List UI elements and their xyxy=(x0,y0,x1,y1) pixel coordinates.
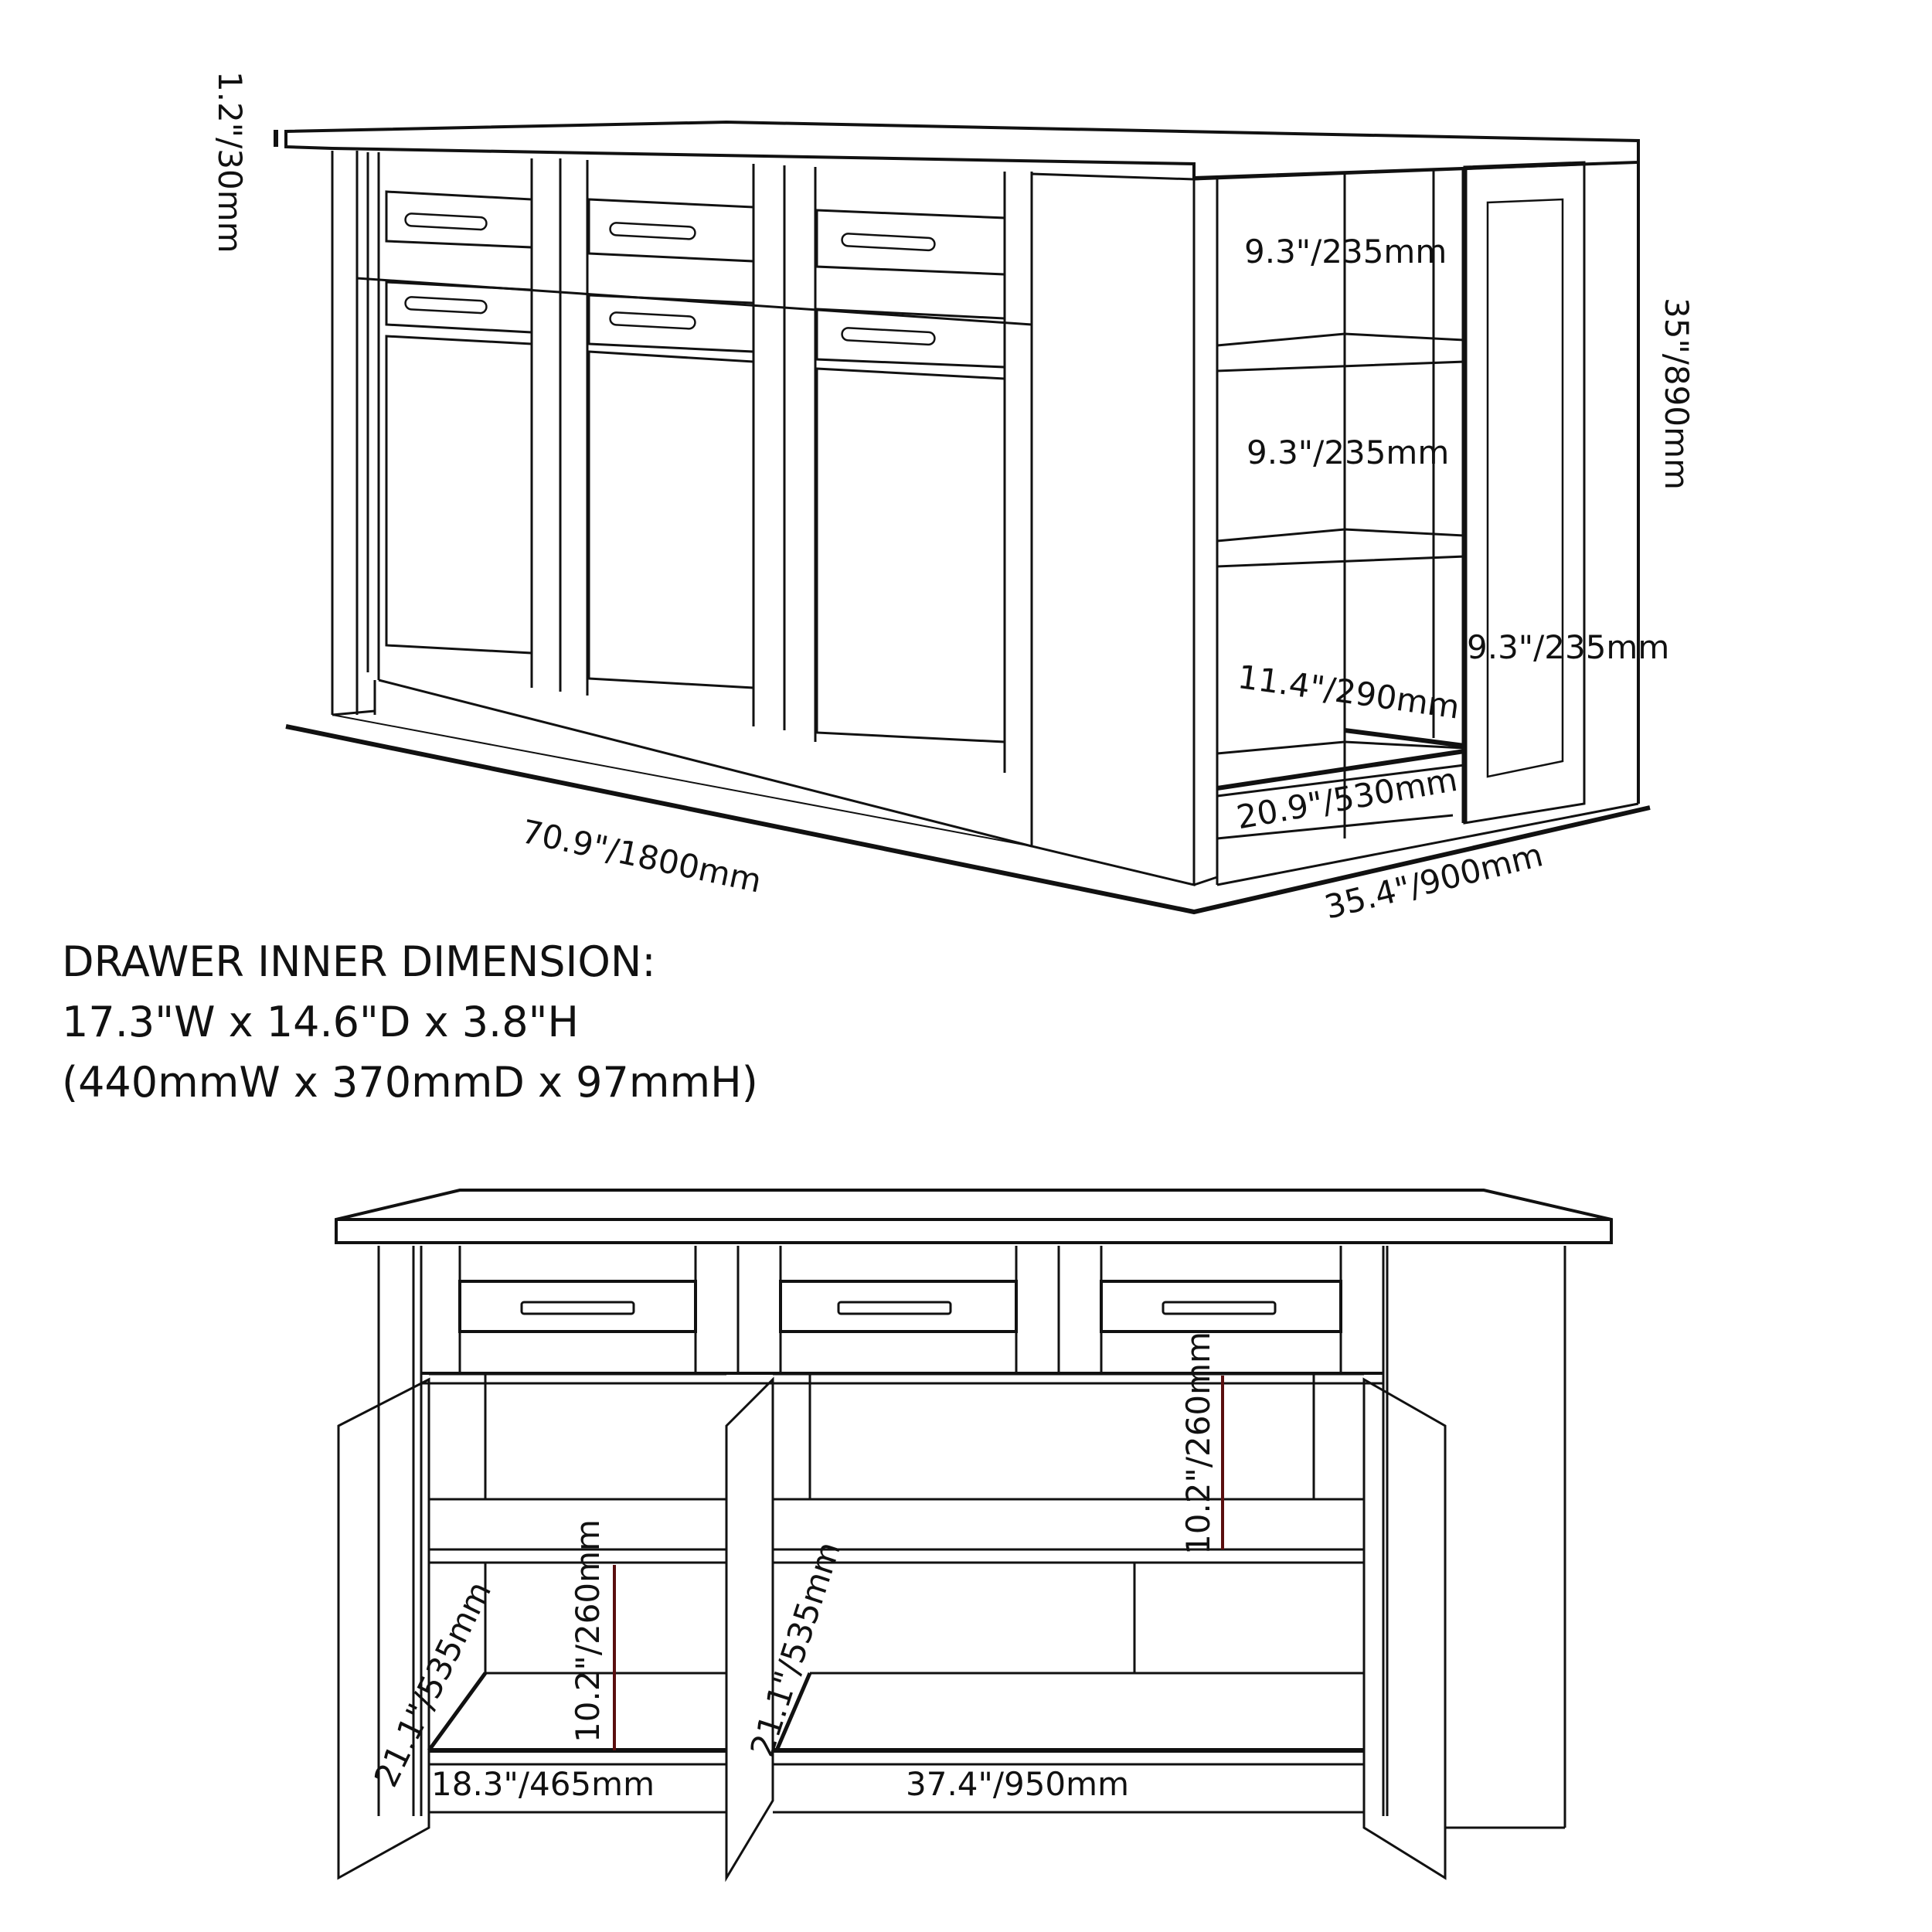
door-left-open xyxy=(337,1377,430,1880)
door-panel-2 xyxy=(587,350,755,689)
side-panel-width-label: 9.3"/235mm xyxy=(1467,628,1670,666)
right-upper-shelf-height-label: 10.2"/260mm xyxy=(1179,1332,1217,1555)
left-cabinet-height-label: 10.2"/260mm xyxy=(569,1519,607,1743)
width-dimension-line xyxy=(285,724,1651,915)
side-door xyxy=(1463,161,1586,825)
countertop-thickness-label: 1.2"/30mm xyxy=(211,71,249,253)
drawer-front-2 xyxy=(587,198,755,263)
door-panel-1 xyxy=(385,335,533,655)
drawer-front-1 xyxy=(385,190,533,249)
isometric-view xyxy=(274,120,1651,915)
left-cabinet-interior xyxy=(427,1372,726,1814)
door-panel-3 xyxy=(815,367,1006,743)
drawer-front-3 xyxy=(815,209,1006,276)
shelf-1-height-label: 9.3"/235mm xyxy=(1244,233,1447,270)
drawer-front-4 xyxy=(385,281,533,334)
end-panel-front xyxy=(1030,172,1196,886)
drawer-handles xyxy=(404,213,936,346)
right-cabinet-width-label: 37.4"/950mm xyxy=(906,1765,1129,1803)
drawer-spec-title: DRAWER INNER DIMENSION: xyxy=(62,937,656,986)
right-cabinet-interior xyxy=(773,1372,1364,1814)
total-height-label: 35"/890mm xyxy=(1658,298,1696,490)
shelf-2-height-label: 9.3"/235mm xyxy=(1247,434,1450,471)
front-countertop xyxy=(335,1189,1613,1244)
drawer-front-5 xyxy=(587,294,755,353)
front-view xyxy=(335,1189,1613,1883)
door-right-open xyxy=(1362,1377,1447,1880)
drawer-front-6 xyxy=(815,308,1006,369)
drawer-spec-metric: (440mmW x 370mmD x 97mmH) xyxy=(62,1058,758,1107)
front-drawers xyxy=(458,1280,1342,1333)
drawer-spec-imperial: 17.3"W x 14.6"D x 3.8"H xyxy=(62,998,580,1046)
door-middle-open xyxy=(725,1376,774,1883)
left-cabinet-width-label: 18.3"/465mm xyxy=(431,1765,655,1803)
